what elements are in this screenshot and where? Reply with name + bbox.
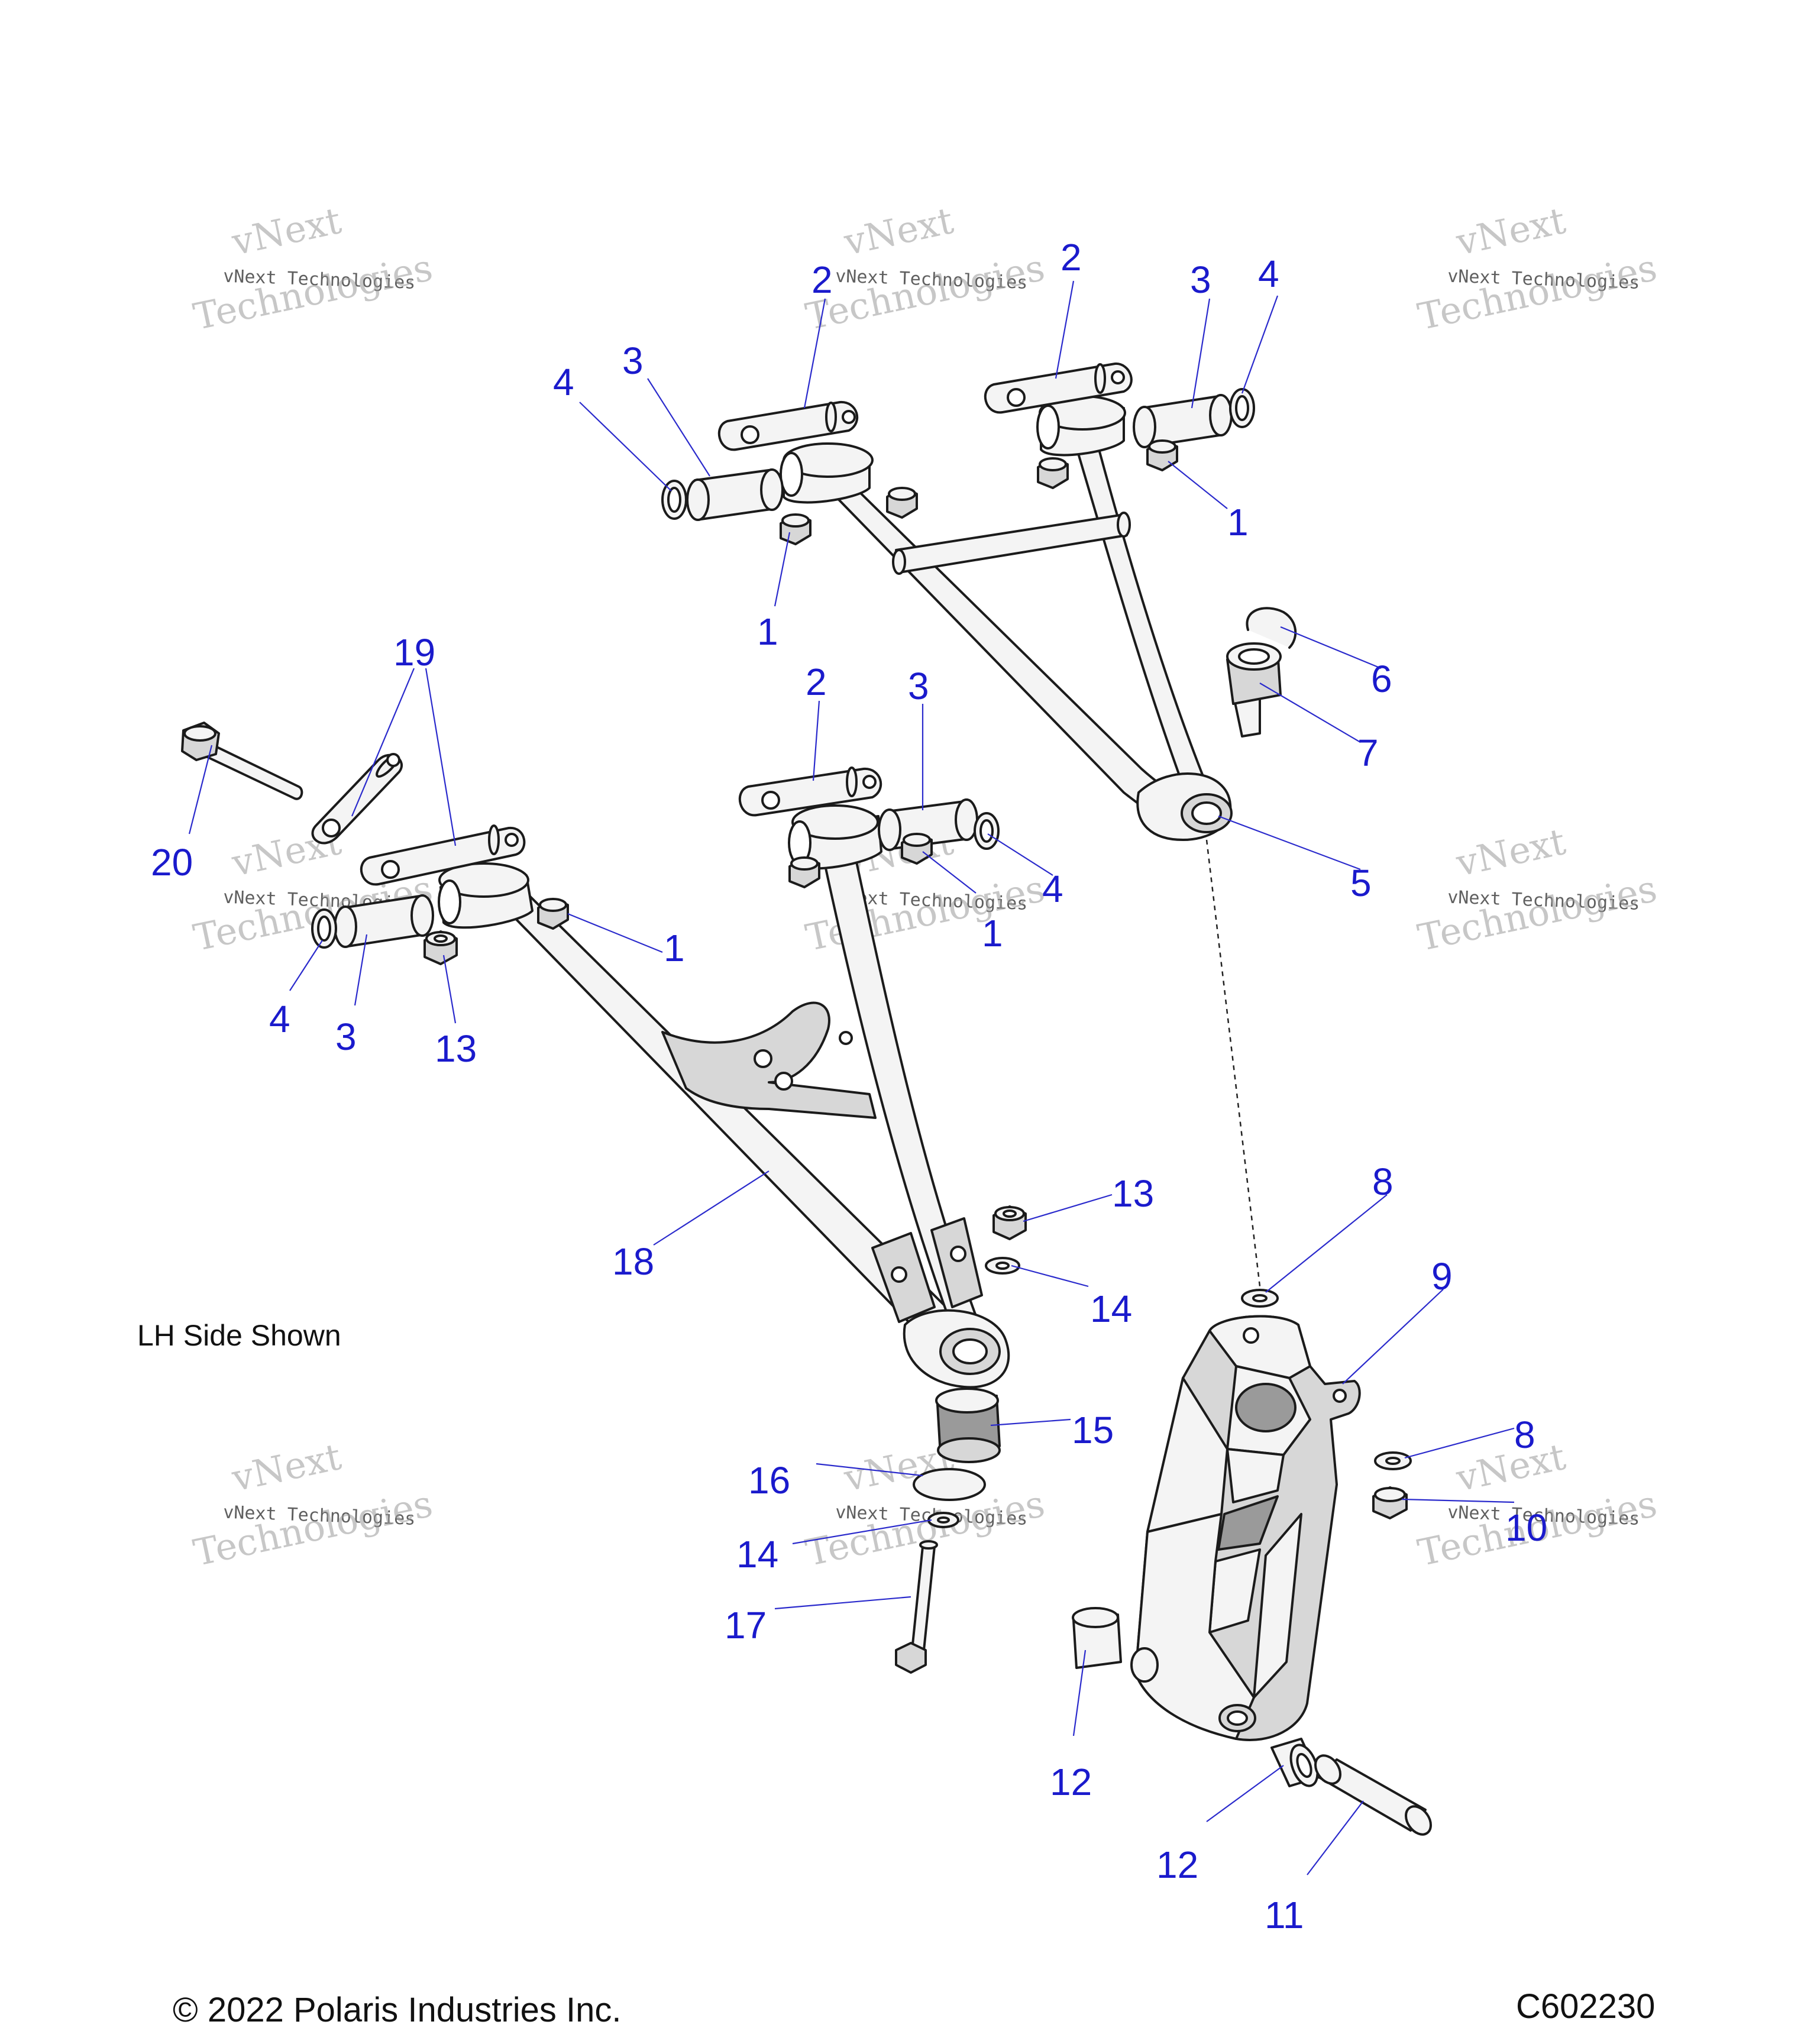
side-note: LH Side Shown <box>137 1319 341 1352</box>
copyright: © 2022 Polaris Industries Inc. <box>173 1991 621 2029</box>
upper-a-arm <box>780 395 1233 841</box>
washer-part-8-right <box>1374 1451 1412 1470</box>
nut-part-1-lower-a <box>788 856 820 888</box>
svg-text:Technologies: Technologies <box>190 246 437 339</box>
callout-labels: 2 2 3 4 4 3 1 1 6 7 19 2 3 20 4 5 1 1 4 … <box>151 236 1547 1936</box>
nut-part-1-upper-a <box>780 513 811 545</box>
snap-ring-part-16 <box>913 1468 986 1501</box>
callout-3-upper-left: 3 <box>622 339 644 382</box>
knuckle-part-9 <box>1130 1315 1361 1741</box>
nut-part-1-upper-c <box>1037 457 1069 489</box>
nut-part-13-right <box>992 1205 1027 1240</box>
alignment-line <box>1205 839 1261 1287</box>
callout-7: 7 <box>1357 732 1379 774</box>
callout-6: 6 <box>1371 658 1392 700</box>
callout-4-upper-left: 4 <box>553 361 574 403</box>
callout-17: 17 <box>725 1604 767 1647</box>
nut-part-1-upper-d <box>1146 439 1178 471</box>
callout-3-upper-right: 3 <box>1190 258 1211 301</box>
callout-1-upper-left: 1 <box>757 610 778 653</box>
figure-id: C602230 <box>1516 1987 1655 2026</box>
bushing-part-3-upper-left <box>686 468 784 521</box>
callout-1-lower-right: 1 <box>982 912 1003 955</box>
washer-part-14-lower <box>927 1512 959 1528</box>
bolt-part-19-lower <box>360 824 526 886</box>
callout-2-upper-right: 2 <box>1061 236 1082 279</box>
watermark-top-right: vNext vNext Technologies Technologies <box>1414 199 1661 339</box>
retaining-ring-part-6 <box>1246 607 1297 649</box>
watermark-bottom-mid: vNext vNext Technologies Technologies <box>802 1435 1049 1574</box>
svg-text:Technologies: Technologies <box>1414 246 1661 339</box>
sleeve-part-11 <box>1314 1754 1432 1836</box>
washer-part-4-upper-left <box>661 480 687 520</box>
washer-part-8-top <box>1241 1289 1279 1308</box>
bolt-part-2-lower <box>738 767 882 817</box>
bushing-part-15 <box>935 1388 1001 1463</box>
svg-text:vNext: vNext <box>1452 1435 1569 1500</box>
callout-18: 18 <box>612 1240 654 1283</box>
svg-text:vNext: vNext <box>1452 820 1569 885</box>
watermark-top-left: vNext vNext Technologies Technologies <box>190 199 437 339</box>
bolt-part-2-upper-left <box>717 400 859 451</box>
callout-3-lower-right: 3 <box>908 665 929 707</box>
nut-part-10 <box>1372 1486 1408 1519</box>
callout-11: 11 <box>1265 1894 1304 1936</box>
callout-13-left: 13 <box>435 1027 477 1070</box>
callout-8-top: 8 <box>1372 1160 1394 1203</box>
bolt-part-17 <box>895 1540 938 1674</box>
callout-12-left: 12 <box>1050 1761 1092 1803</box>
svg-text:vNext: vNext <box>228 199 345 264</box>
callout-1-lower-left: 1 <box>664 927 685 969</box>
svg-text:vNext: vNext <box>1452 199 1569 264</box>
washer-part-14-upper <box>985 1257 1020 1275</box>
callout-4-lower-left: 4 <box>269 998 290 1040</box>
watermark-mid-right: vNext vNext Technologies Technologies <box>1414 820 1661 960</box>
callout-1-upper-right: 1 <box>1227 501 1249 544</box>
callout-3-lower-left: 3 <box>335 1015 357 1058</box>
svg-text:Technologies: Technologies <box>190 1482 437 1575</box>
washer-part-4-lower-left <box>311 908 337 949</box>
bolt-part-2-upper-right <box>984 362 1133 414</box>
nut-part-1-lower-b <box>901 833 933 865</box>
callout-8-right: 8 <box>1514 1414 1535 1456</box>
callout-12-right: 12 <box>1156 1844 1198 1886</box>
bolt-part-20 <box>181 722 303 800</box>
nut-part-1-upper-b <box>886 487 918 519</box>
watermark-bottom-left: vNext vNext Technologies Technologies <box>190 1435 437 1575</box>
bolt-part-19-upper <box>311 753 403 845</box>
washer-part-4-lower-right <box>974 812 1000 850</box>
svg-text:Technologies: Technologies <box>1414 867 1661 960</box>
callout-4-lower-right: 4 <box>1042 868 1063 910</box>
callout-2-upper-left: 2 <box>811 258 833 301</box>
callout-5: 5 <box>1350 862 1372 904</box>
callout-15: 15 <box>1072 1409 1114 1451</box>
svg-text:vNext: vNext <box>228 1435 345 1500</box>
bushing-part-12-left <box>1072 1607 1122 1669</box>
callout-19: 19 <box>393 631 435 674</box>
callout-14-lower: 14 <box>736 1533 778 1576</box>
callout-20: 20 <box>151 841 193 884</box>
callout-16: 16 <box>748 1459 790 1502</box>
nut-part-13-left <box>423 930 458 965</box>
lower-a-arm <box>438 804 1010 1389</box>
leader-lines <box>188 280 1515 1875</box>
callout-2-lower: 2 <box>806 661 827 703</box>
bushing-part-3-upper-right <box>1133 394 1233 448</box>
callout-13-right: 13 <box>1112 1172 1154 1215</box>
washer-part-4-upper-right <box>1229 388 1255 428</box>
svg-text:vNext: vNext <box>840 199 957 264</box>
bushing-part-3-lower-left <box>334 894 434 948</box>
callout-10: 10 <box>1505 1506 1547 1549</box>
svg-text:Technologies: Technologies <box>802 246 1049 339</box>
callout-9: 9 <box>1431 1255 1453 1298</box>
callout-14-upper: 14 <box>1090 1288 1132 1330</box>
nut-part-1-lower-c <box>537 898 569 930</box>
callout-4-upper-right: 4 <box>1258 253 1279 295</box>
